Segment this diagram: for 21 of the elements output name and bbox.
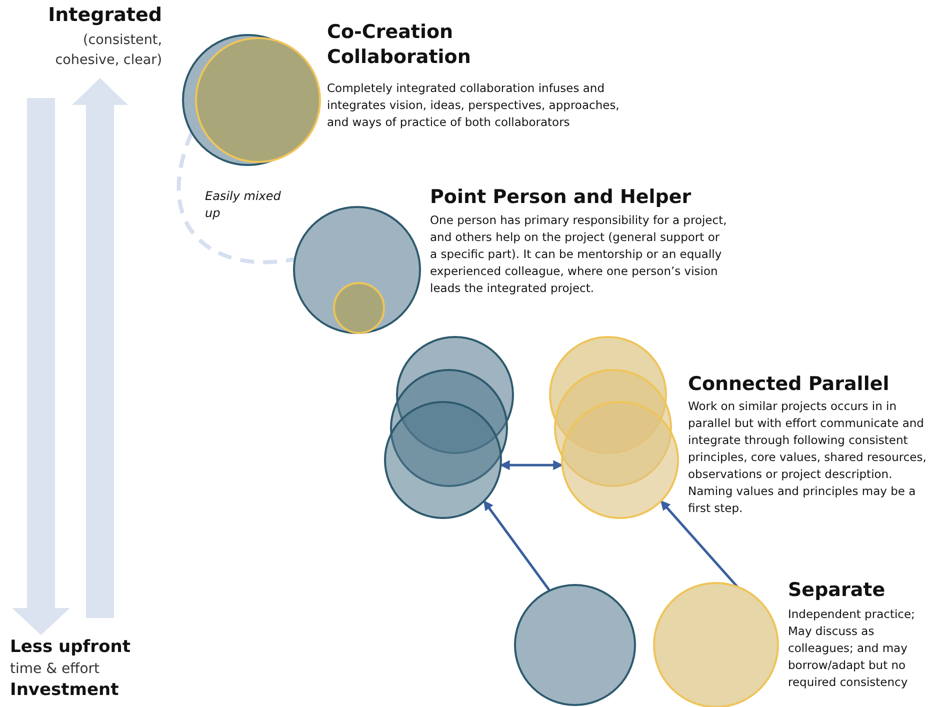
heading: Point Person and Helper <box>430 185 692 210</box>
axis-label: (consistent, cohesive, clear) <box>54 31 162 70</box>
arrow <box>483 500 551 592</box>
axis-label: Investment <box>10 680 120 700</box>
stacked-circles <box>385 335 517 521</box>
description-text: Work on similar projects occurs in in parallel but with effort communicate and integrate through following consistent principles, core values, shared resources, observations or project description. Naming values and principles may be a first step. <box>688 398 928 517</box>
description-text: Independent practice; May discuss as colleagues; and may borrow/adapt but no required consistency <box>788 606 916 691</box>
overlapping-circles <box>180 32 320 168</box>
heading: Co-Creation Collaboration <box>327 20 472 70</box>
heading: Separate <box>788 578 886 603</box>
connector-line <box>177 132 296 264</box>
double-arrow <box>500 460 564 470</box>
axis-label: time & effort <box>10 661 101 677</box>
arrow <box>660 500 738 588</box>
circle <box>513 583 637 707</box>
axis-label: Less upfront <box>10 637 132 657</box>
description-text: Completely integrated collaboration infuses and integrates vision, ideas, perspectives, approaches, and ways of practice of both collaborators <box>327 80 620 131</box>
axis-label: Integrated <box>47 4 162 26</box>
nested-circles <box>292 205 422 335</box>
heading: Connected Parallel <box>688 372 890 397</box>
description-text: One person has primary responsibility for a project, and others help on the project (general support or a specific part). It can be mentorship or an equally experienced colleague, where one person’s vision leads the integrated project. <box>430 212 728 297</box>
